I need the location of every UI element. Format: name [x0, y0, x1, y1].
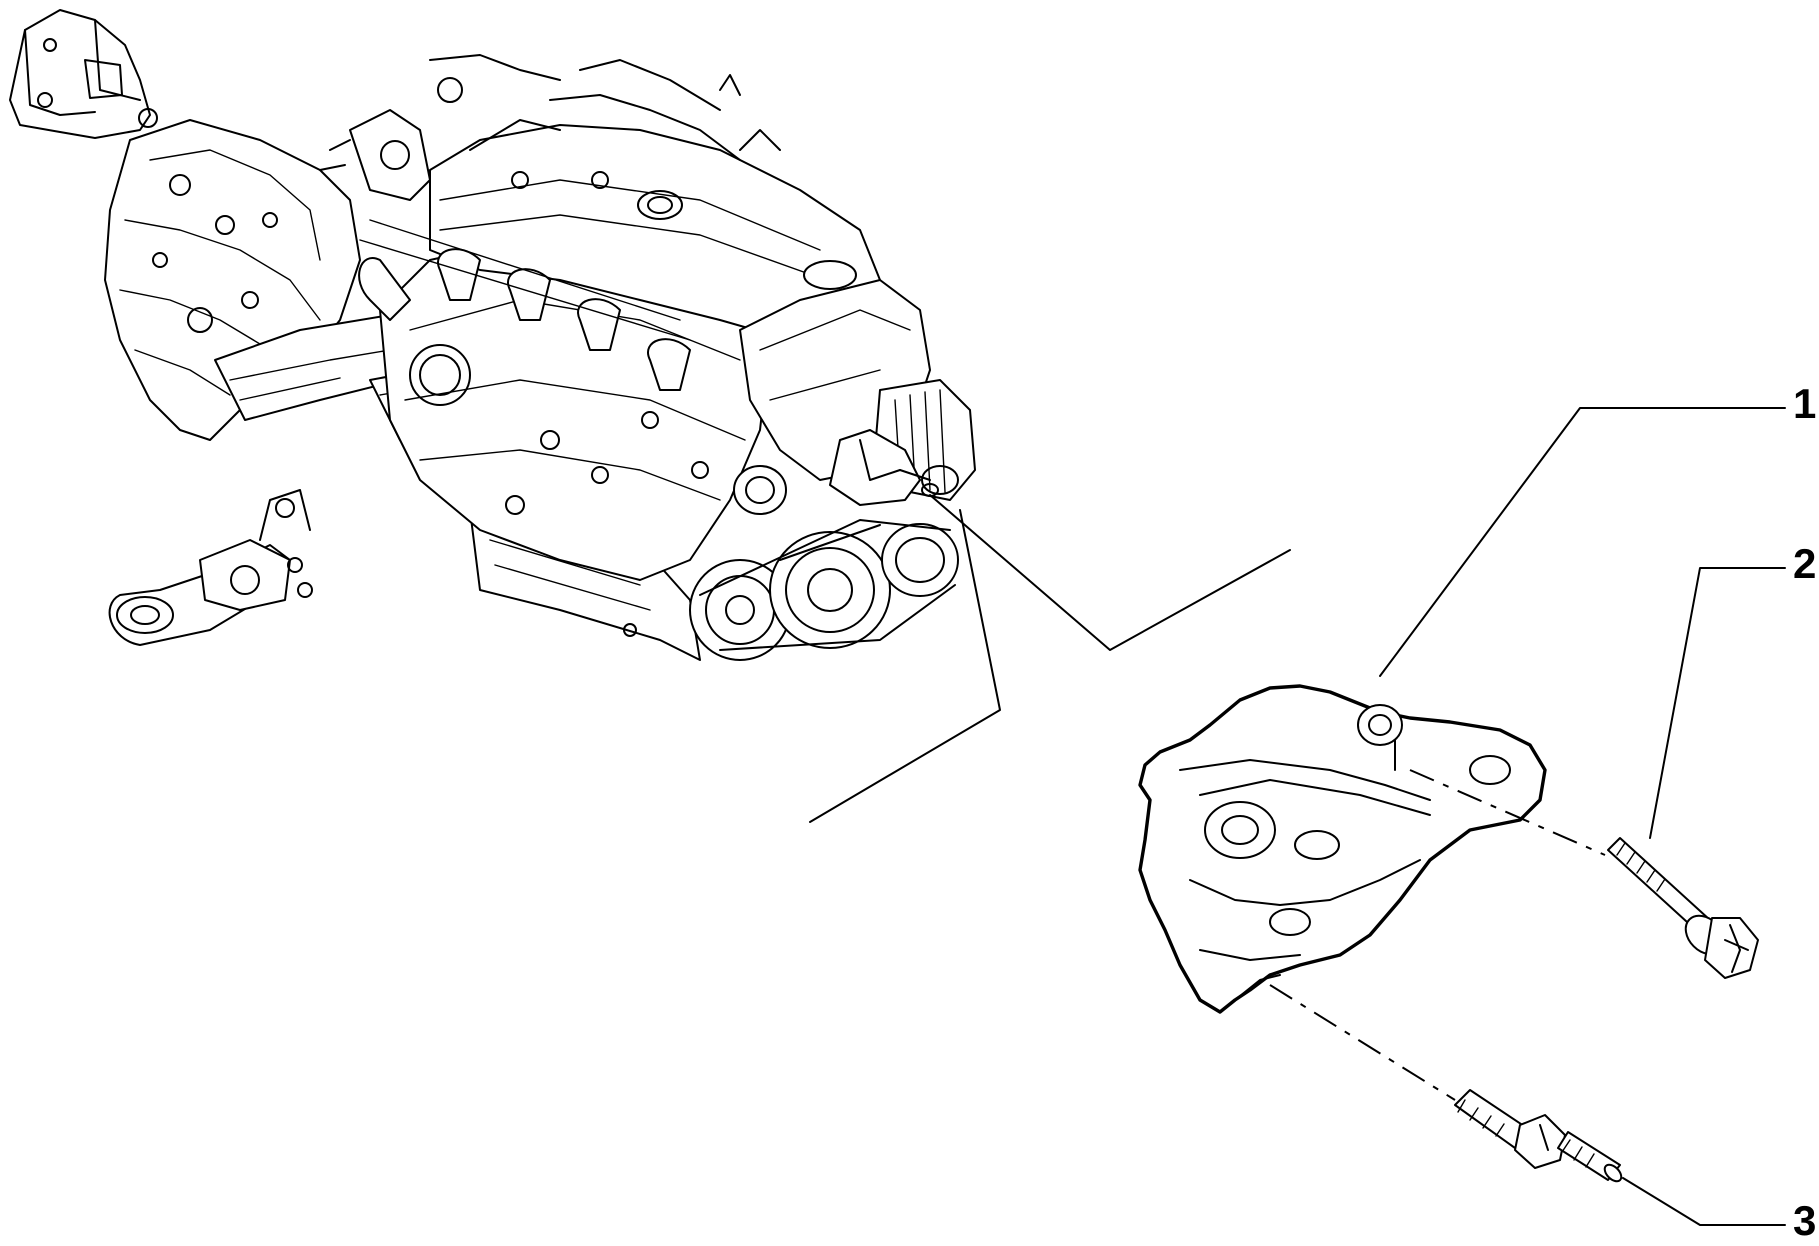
assembly-axes — [1269, 769, 1606, 1101]
callout-label-2: 2 — [1793, 540, 1817, 587]
intake-pipe — [319, 109, 431, 201]
engine-gearbox-assembly — [9, 9, 976, 661]
leader-line-3 — [1622, 1177, 1786, 1226]
leader-line-1 — [1379, 407, 1786, 677]
accessory-drive — [689, 465, 959, 661]
bolt-axis — [1409, 769, 1606, 856]
torque-rod — [108, 489, 313, 646]
engine-side-mount — [829, 429, 939, 506]
reference-line-b — [809, 509, 1001, 823]
threaded-stud — [1454, 1089, 1623, 1183]
gearbox-mount-bracket — [9, 9, 158, 169]
callout-label-3: 3 — [1793, 1197, 1817, 1244]
reference-line-a — [929, 494, 1291, 651]
intake-manifold — [358, 219, 691, 391]
hex-flange-bolt — [1607, 837, 1759, 979]
engine-mount-bracket — [1138, 684, 1547, 1014]
stud-axis — [1269, 984, 1456, 1101]
leader-line-2 — [1649, 567, 1786, 839]
leader-lines — [809, 407, 1786, 1226]
callout-label-1: 1 — [1793, 380, 1817, 427]
